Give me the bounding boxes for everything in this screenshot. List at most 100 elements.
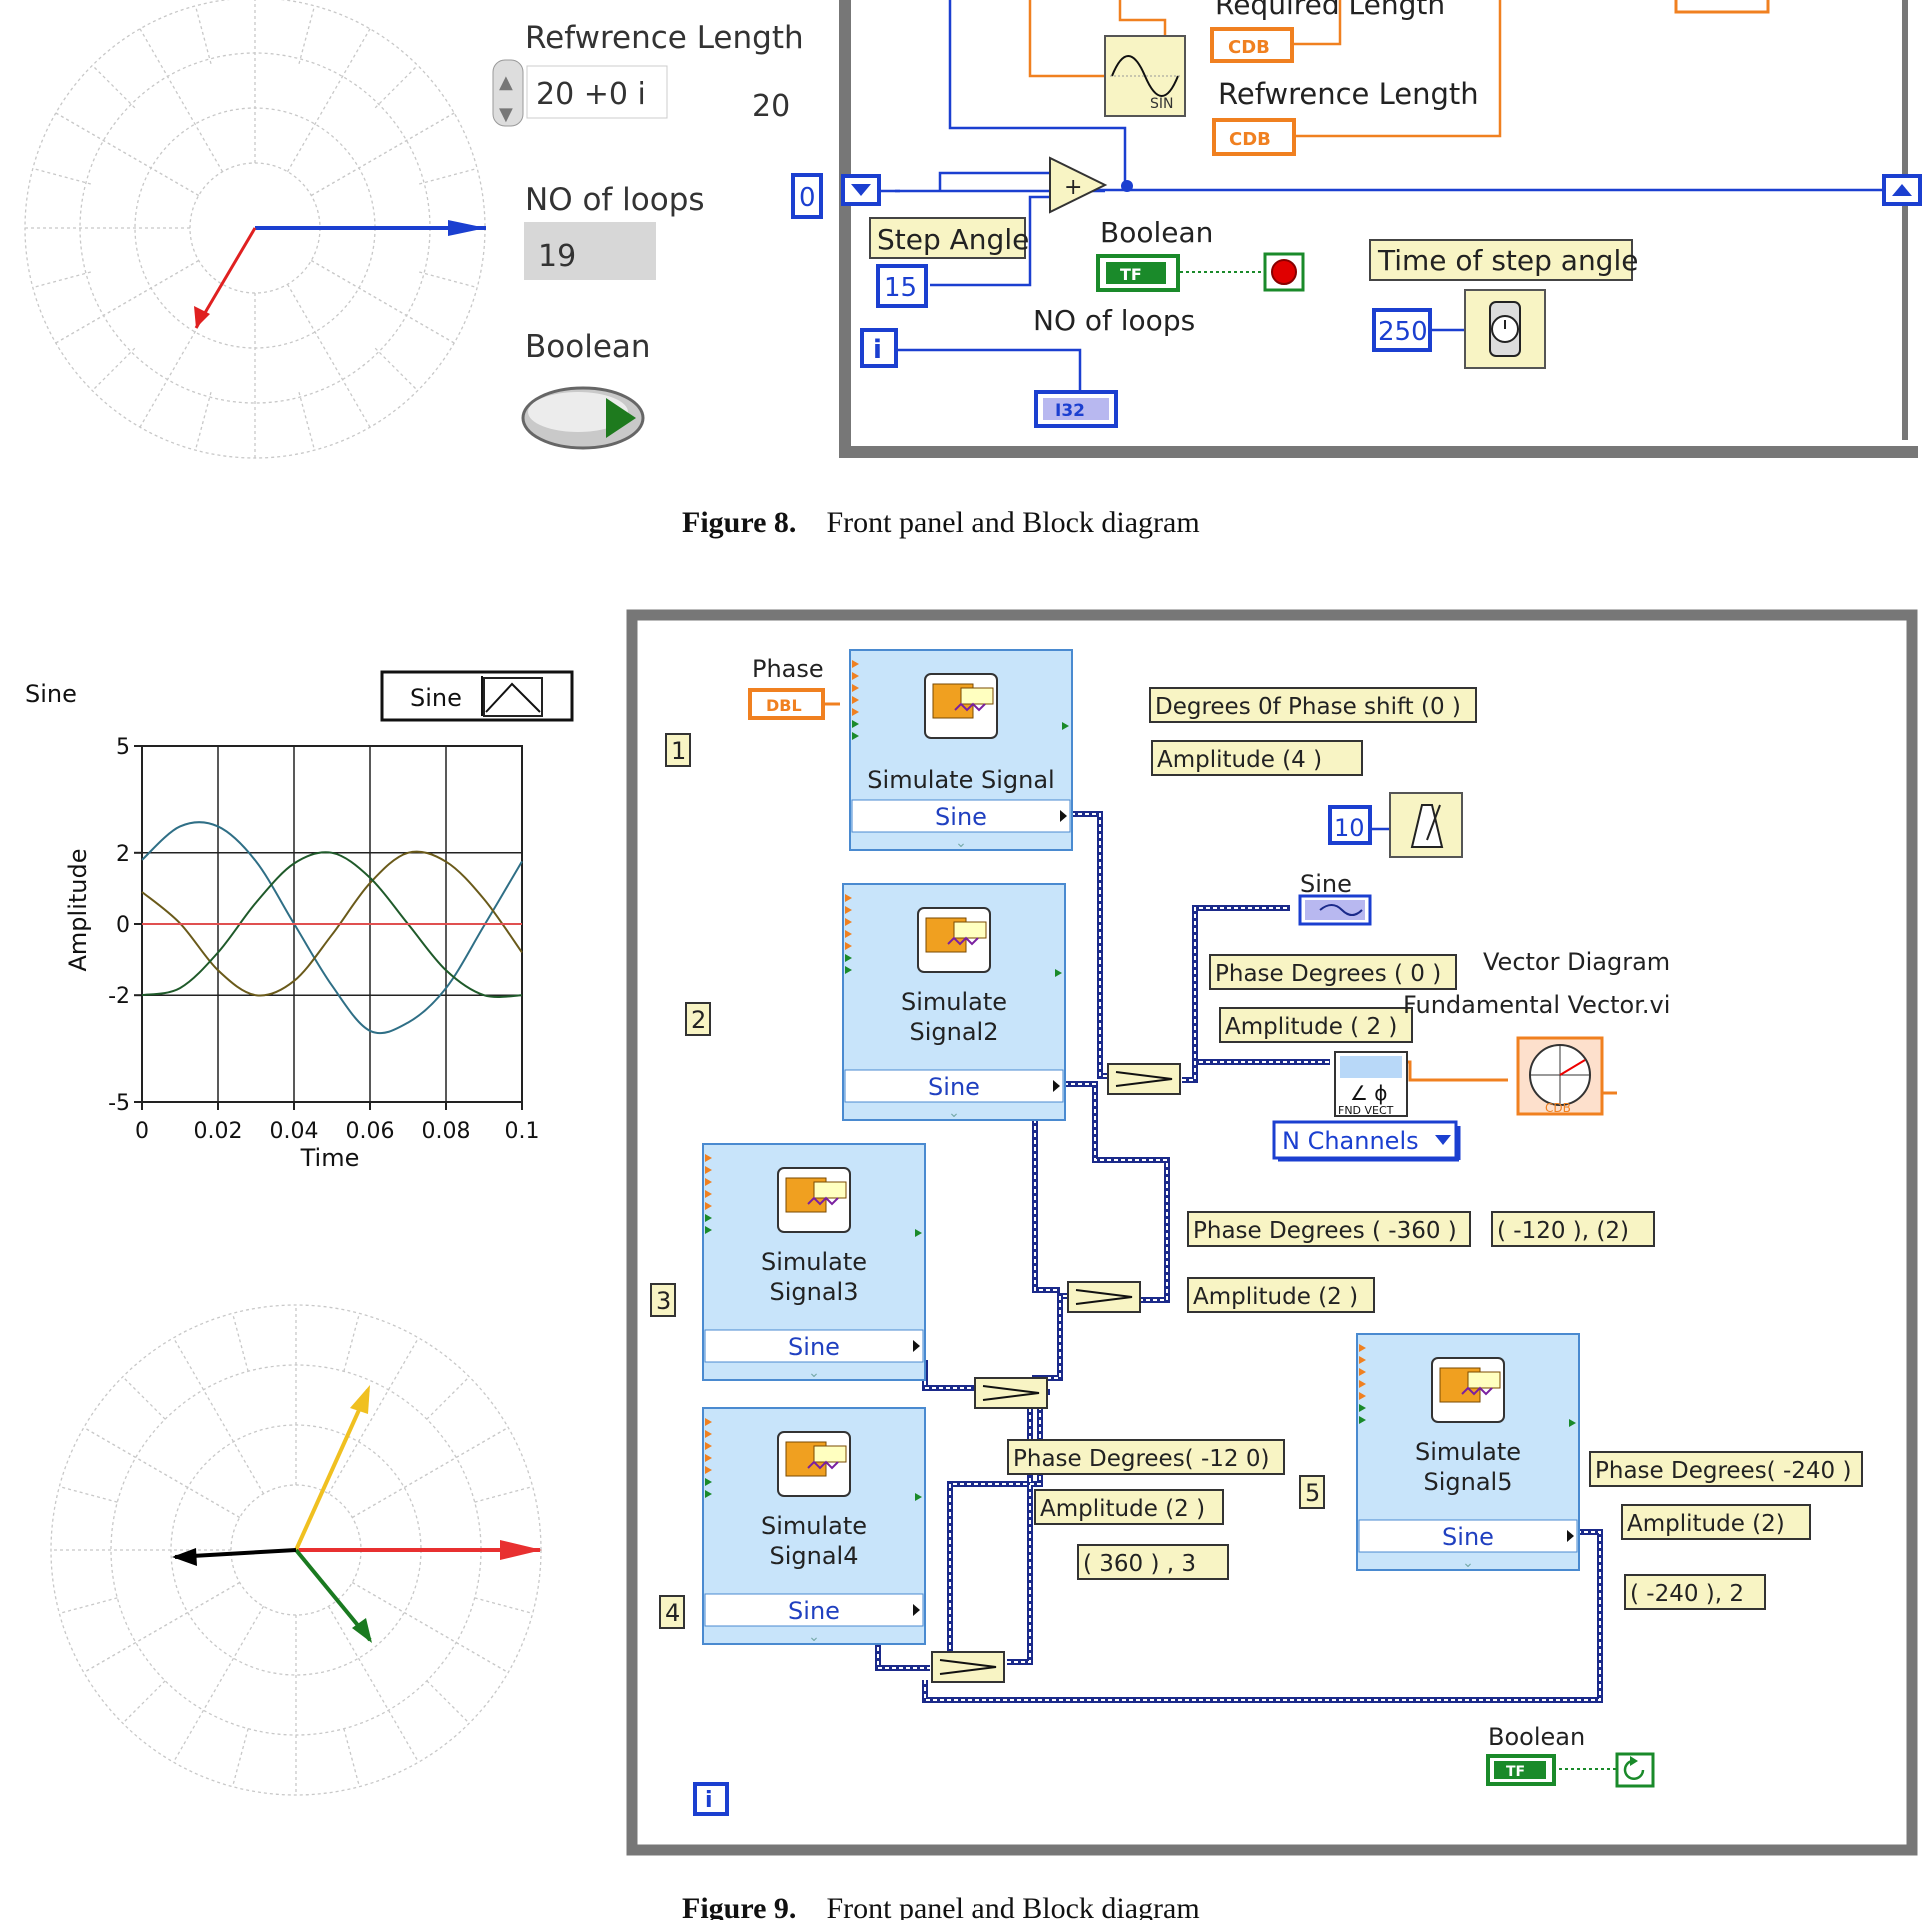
svg-text:20 +0 i: 20 +0 i [536, 77, 646, 112]
loops-indicator [524, 222, 656, 280]
svg-text:I32: I32 [1055, 401, 1085, 421]
svg-text:⌄: ⌄ [948, 1105, 960, 1121]
vi-title-line2: Signal5 [1424, 1468, 1513, 1496]
comment-c7: Amplitude (2 ) [1187, 1277, 1375, 1313]
comment-c9: Amplitude (2 ) [1034, 1489, 1224, 1525]
fundamental-vector-vi: ∠ ϕ FND VECT [1334, 1051, 1408, 1117]
series-line-1 [141, 821, 523, 1035]
svg-text:250: 250 [1378, 317, 1428, 347]
simulate-signal-icon [924, 673, 998, 739]
comment-c2: Amplitude (4 ) [1151, 740, 1363, 776]
shift-register-left [841, 174, 881, 206]
comment-c12: Amplitude (2) [1621, 1504, 1811, 1540]
svg-text:3: 3 [656, 1287, 671, 1315]
phase-label: Phase [752, 655, 824, 683]
vi-title-line2: Signal3 [770, 1278, 859, 1306]
vi-title: Simulate Signal [867, 766, 1054, 794]
svg-text:N Channels: N Channels [1282, 1127, 1419, 1155]
comment-c1: Degrees 0f Phase shift (0 ) [1149, 687, 1477, 723]
fundamental-vector-label: Fundamental Vector.vi [1403, 991, 1670, 1019]
comment-c6: ( -120 ), (2) [1491, 1211, 1655, 1247]
x-tick-label: 0.02 [194, 1119, 243, 1144]
n-channels-selector[interactable]: N Channels [1272, 1120, 1461, 1162]
phase-control: DBL [748, 688, 825, 720]
comment-c10: ( 360 ) , 3 [1077, 1544, 1229, 1580]
led-arrow-icon [606, 398, 636, 438]
vector-blue-head [448, 220, 486, 236]
svg-text:( -240 ), 2: ( -240 ), 2 [1630, 1581, 1744, 1607]
x-tick-label: 0.06 [346, 1119, 395, 1144]
svg-text:Amplitude ( 2 ): Amplitude ( 2 ) [1225, 1014, 1397, 1040]
comment-c4: Amplitude ( 2 ) [1219, 1007, 1413, 1043]
ref-length-terminal-label: Refwrence Length [1218, 77, 1479, 111]
comment-c3: Phase Degrees ( 0 ) [1209, 954, 1457, 990]
graph-title: Sine [25, 680, 77, 708]
loops-label: NO of loops [525, 182, 705, 218]
step-angle-label: Step Angle [869, 217, 1029, 259]
ref-length-spinner[interactable]: ▲ ▼ [492, 59, 524, 127]
iteration-terminal-fig9: i [693, 1782, 729, 1816]
wait-timer-icon [1464, 289, 1546, 369]
svg-text:SIN: SIN [1150, 96, 1174, 112]
vector-red-head [194, 306, 210, 328]
ref-length-terminal: CDB [1212, 118, 1296, 156]
vector-diagram-indicator: CDB [1516, 1036, 1604, 1116]
required-length-label: Required Length [1215, 0, 1445, 21]
cdb-terminal-top-right [1674, 0, 1770, 14]
y-tick-label: -2 [108, 984, 130, 1009]
dropdown-arrow-icon [1435, 1135, 1451, 1145]
vector-red [194, 227, 257, 329]
node-number-1: 1 [665, 733, 691, 767]
continue-loop-icon [1615, 1752, 1655, 1788]
figure-8: Refwrence Length ▲ ▼ 20 +0 i 20 NO of lo… [24, 0, 1922, 539]
svg-text:CDB: CDB [1545, 1101, 1571, 1115]
svg-text:Amplitude (2): Amplitude (2) [1627, 1511, 1785, 1537]
time-step-label: Time of step angle [1369, 239, 1638, 281]
svg-text:10: 10 [1334, 814, 1365, 842]
boolean-label: Boolean [525, 329, 651, 365]
svg-text:0: 0 [799, 183, 816, 213]
comment-c13: ( -240 ), 2 [1624, 1574, 1766, 1610]
svg-text:FND VECT: FND VECT [1338, 1104, 1394, 1117]
svg-text:TF: TF [1120, 265, 1142, 284]
boolean-terminal-fig9: TF [1486, 1754, 1556, 1786]
svg-text:+: + [1064, 175, 1082, 200]
ref-length-input[interactable] [526, 65, 668, 119]
sine-indicator-label: Sine [1300, 870, 1352, 898]
phasor-vectors [172, 1385, 542, 1643]
vector-diagram-label: Vector Diagram [1483, 948, 1670, 976]
stop-button-icon [1263, 252, 1305, 292]
required-length-constant: CDB [1210, 27, 1294, 63]
figure-8-caption: Figure 8.Front panel and Block diagram [682, 506, 1200, 539]
svg-text:Time of step angle: Time of step angle [1377, 244, 1638, 277]
boolean-button[interactable] [521, 386, 645, 450]
graph-xlabel: Time [300, 1144, 360, 1172]
svg-text:Phase Degrees ( -360 ): Phase Degrees ( -360 ) [1193, 1218, 1457, 1244]
step-angle-constant: 15 [876, 264, 928, 308]
svg-text:⌄: ⌄ [808, 1365, 820, 1381]
chevron-up-icon: ▲ [499, 72, 513, 93]
svg-text:i: i [705, 1788, 713, 1813]
metronome-constant: 10 [1328, 805, 1372, 845]
metronome-icon [1389, 792, 1463, 858]
ref-length-label: Refwrence Length [525, 20, 804, 56]
svg-text:CDB: CDB [1229, 129, 1271, 150]
graph-ylabel: Amplitude [64, 849, 92, 972]
vi-title: Simulate [901, 988, 1007, 1016]
simulate-signal-icon [777, 1431, 851, 1497]
svg-text:DBL: DBL [766, 696, 802, 715]
svg-text:Degrees 0f Phase shift (0 ): Degrees 0f Phase shift (0 ) [1155, 694, 1461, 720]
svg-text:CDB: CDB [1228, 37, 1270, 58]
vi-sine-output: Sine [935, 803, 987, 831]
comment-c8: Phase Degrees( -12 0) [1007, 1439, 1285, 1475]
svg-text:Sine: Sine [410, 684, 462, 712]
time-step-constant: 250 [1372, 308, 1432, 352]
node-number-4: 4 [659, 1595, 685, 1629]
svg-text:19: 19 [538, 239, 576, 274]
